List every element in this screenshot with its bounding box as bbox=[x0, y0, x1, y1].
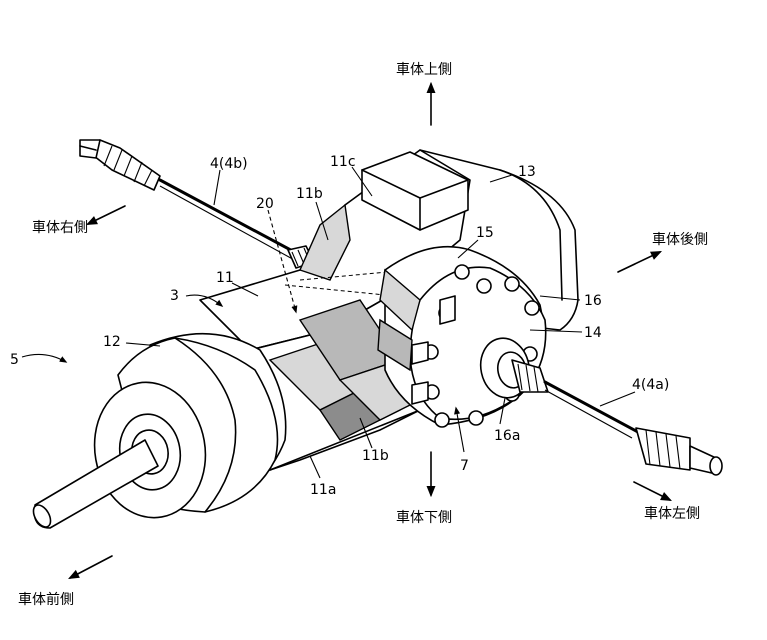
label-12: 12 bbox=[103, 334, 121, 350]
direction-label-up: 車体上側 bbox=[396, 61, 452, 78]
label-13: 13 bbox=[518, 164, 536, 180]
label-4a: 4(4a) bbox=[632, 377, 669, 393]
direction-label-right: 車体右側 bbox=[32, 219, 88, 236]
direction-label-rear: 車体後側 bbox=[652, 231, 708, 248]
label-5: 5 bbox=[10, 352, 19, 368]
arrow-front bbox=[68, 555, 113, 580]
label-11c: 11c bbox=[330, 154, 356, 170]
label-15: 15 bbox=[476, 225, 494, 241]
bolts-16 bbox=[411, 264, 540, 428]
drive-shaft-4b bbox=[79, 139, 315, 269]
label-4b: 4(4b) bbox=[210, 156, 248, 172]
motor-cover-12 bbox=[93, 332, 287, 519]
direction-label-left: 車体左側 bbox=[644, 505, 700, 522]
housing-11 bbox=[199, 149, 471, 351]
arrow-left-side bbox=[633, 481, 673, 502]
label-3: 3 bbox=[170, 288, 179, 304]
label-11b-bottom: 11b bbox=[362, 448, 389, 464]
arrow-rear bbox=[617, 251, 663, 273]
direction-label-down: 車体下側 bbox=[396, 509, 452, 526]
leader-lines bbox=[21, 166, 636, 479]
label-11: 11 bbox=[216, 270, 234, 286]
direction-arrows bbox=[68, 81, 673, 580]
front-shaft bbox=[32, 439, 159, 529]
label-11a: 11a bbox=[310, 482, 336, 498]
label-14: 14 bbox=[584, 325, 602, 341]
drive-shaft-4a bbox=[511, 359, 723, 476]
label-20: 20 bbox=[256, 196, 274, 212]
arrow-right-side bbox=[85, 205, 126, 225]
direction-label-front: 車体前側 bbox=[18, 591, 74, 608]
label-16a: 16a bbox=[494, 428, 520, 444]
label-16: 16 bbox=[584, 293, 602, 309]
label-11b-top: 11b bbox=[296, 186, 323, 202]
label-7: 7 bbox=[460, 458, 469, 474]
